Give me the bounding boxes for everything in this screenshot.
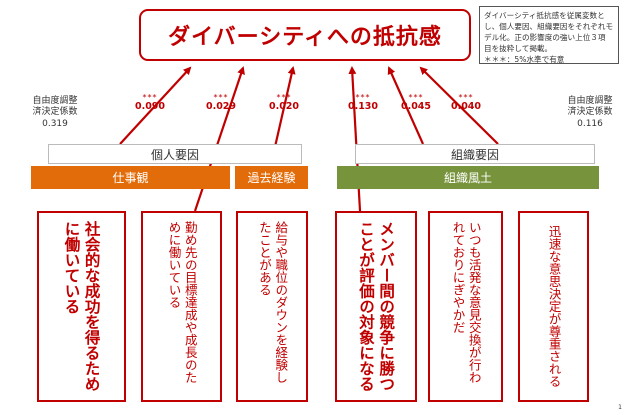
r2-left: 自由度調整 済決定係数 0.319 (26, 96, 84, 130)
r2-left-value: 0.319 (42, 118, 68, 129)
note-line-2: し、個人要因、組織要因をそれぞれモ (484, 22, 614, 31)
coef-6-value: 0.040 (450, 101, 482, 112)
r2-right: 自由度調整 済決定係数 0.116 (561, 96, 619, 130)
coef-1-stars: *** (142, 93, 158, 102)
item-box-5: いつも活発な意見交換が行われておりにぎやかだ (428, 211, 503, 402)
corner-mark: 1 (618, 404, 622, 411)
item-3-text: 給与や職位のダウンを経験したことがある (257, 221, 289, 384)
group-label-organizational: 組織要因 (355, 144, 595, 164)
coef-5-value: 0.045 (400, 101, 432, 112)
item-2-text: 勤め先の目標達成や成長のために働いている (166, 221, 198, 384)
group-label-personal: 個人要因 (48, 144, 302, 164)
item-box-3: 給与や職位のダウンを経験したことがある (236, 211, 308, 402)
arrow-1 (119, 66, 192, 145)
item-4-text: メンバー間の競争に勝つことが評価の対象になる (357, 221, 396, 392)
category-bar-past-experience: 過去経験 (235, 166, 308, 189)
category-bar-org-culture: 組織風土 (337, 166, 599, 189)
arrow-4 (348, 66, 362, 212)
coef-4-value: 0.130 (347, 101, 379, 112)
coef-2-stars: *** (213, 93, 229, 102)
item-5-text: いつも活発な意見交換が行われておりにぎやかだ (450, 221, 482, 384)
item-box-2: 勤め先の目標達成や成長のために働いている (141, 211, 222, 402)
r2-left-label1: 自由度調整 (32, 96, 78, 106)
r2-right-label2: 済決定係数 (567, 107, 613, 118)
item-1-text: 社会的な成功を得るために働いている (62, 221, 101, 392)
note-line-3: デル化。正の影響度の強い上位３項 (484, 33, 606, 42)
coef-3-value: 0.020 (268, 101, 300, 112)
coef-6-stars: *** (458, 93, 474, 102)
arrow-5 (387, 66, 425, 145)
coef-2-value: 0.029 (205, 101, 237, 112)
coef-4-stars: *** (355, 93, 371, 102)
note-line-1: ダイバーシティ抵抗感を従属変数と (484, 11, 605, 20)
note-line-4: 目を抜粋して掲載。 (484, 44, 553, 53)
arrow-6 (419, 66, 499, 145)
r2-right-value: 0.116 (577, 118, 603, 129)
note-line-5: ＊＊＊：5%水準で有意 (484, 55, 565, 64)
method-note: ダイバーシティ抵抗感を従属変数と し、個人要因、組織要因をそれぞれモ デル化。正… (479, 6, 619, 64)
item-box-6: 迅速な意思決定が尊重される (518, 211, 589, 402)
diagram-title: ダイバーシティへの抵抗感 (139, 9, 471, 61)
item-box-1: 社会的な成功を得るために働いている (37, 211, 126, 402)
coef-5-stars: *** (408, 93, 424, 102)
category-bar-work-view: 仕事観 (31, 166, 230, 189)
arrow-2 (193, 66, 245, 212)
item-6-text: 迅速な意思決定が尊重される (546, 225, 562, 388)
coef-3-stars: *** (276, 93, 292, 102)
r2-right-label1: 自由度調整 (567, 96, 613, 106)
coef-1-value: 0.090 (134, 101, 166, 112)
r2-left-label2: 済決定係数 (32, 107, 78, 118)
item-box-4: メンバー間の競争に勝つことが評価の対象になる (335, 211, 417, 402)
